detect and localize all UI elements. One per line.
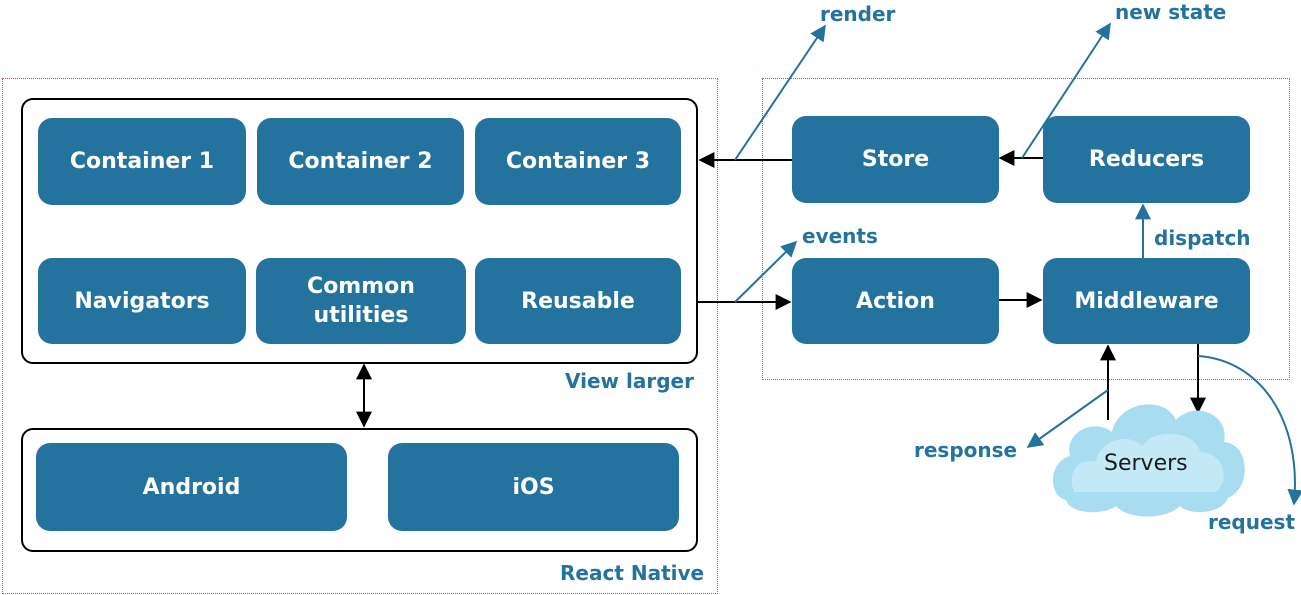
response-arrow	[1026, 389, 1109, 448]
container-2-box: Container 2	[257, 118, 464, 205]
view-layer-frame	[21, 98, 698, 364]
new-state-arrow	[1021, 22, 1111, 159]
request-arrow	[1197, 355, 1301, 506]
servers-label: Servers	[1104, 451, 1188, 476]
middleware-box: Middleware	[1043, 258, 1250, 344]
events-arrow	[734, 240, 798, 303]
react-native-region	[2, 78, 718, 594]
action-box: Action	[792, 258, 999, 344]
reusable-box: Reusable	[475, 258, 681, 344]
redux-region	[762, 78, 1290, 380]
servers-cloud	[1052, 404, 1245, 517]
dispatch-label: dispatch	[1154, 226, 1251, 250]
new-state-label: new state	[1115, 0, 1227, 24]
events-label: events	[802, 224, 878, 248]
request-label: request	[1208, 510, 1296, 534]
store-box: Store	[792, 116, 999, 203]
response-label: response	[914, 438, 1018, 462]
navigators-box: Navigators	[38, 258, 246, 344]
react-native-label: React Native	[560, 561, 705, 585]
view-layer-label: View larger	[565, 369, 694, 393]
android-box: Android	[36, 443, 347, 531]
native-platform-frame	[21, 428, 698, 552]
container-1-box: Container 1	[38, 118, 246, 205]
render-arrow	[734, 24, 826, 161]
render-label: render	[820, 2, 896, 26]
reducers-box: Reducers	[1043, 116, 1250, 203]
common-utilities-box: Common utilities	[256, 258, 466, 344]
container-3-box: Container 3	[475, 118, 681, 205]
ios-box: iOS	[388, 443, 679, 531]
